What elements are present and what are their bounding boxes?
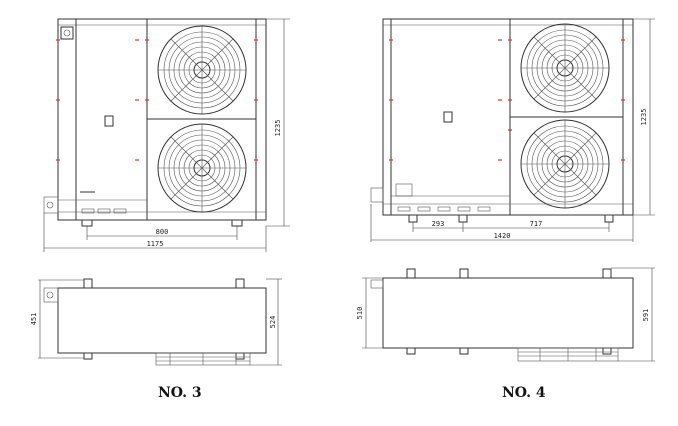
unit4-seg2-label: 717 (530, 220, 543, 228)
unit4-top-dimensions (362, 267, 655, 362)
unit4-front-view (370, 18, 634, 223)
nameplate-icon (443, 111, 453, 123)
terminal-box-icon (395, 183, 413, 197)
unit3-height-label: 1235 (274, 120, 282, 137)
unit4-left-depth-label: 510 (356, 307, 364, 320)
unit3-front-view (43, 18, 267, 227)
unit4-top-view (370, 268, 634, 362)
fan-guard-icon (157, 123, 247, 213)
fan-guard-icon (157, 25, 247, 115)
unit4-front-dimensions (370, 18, 655, 242)
unit3-left-depth-label: 451 (30, 313, 38, 326)
unit3-width-label: 1175 (147, 240, 164, 248)
unit4-width-label: 1420 (494, 232, 511, 240)
unit3-right-depth-label: 524 (269, 316, 277, 329)
unit4-right-depth-label: 591 (642, 309, 650, 322)
fan-guard-icon (520, 23, 610, 113)
nameplate-icon (104, 115, 114, 127)
unit3-foot-spacing-label: 800 (156, 228, 169, 236)
unit3-top-view (43, 278, 267, 366)
unit3-top-dimensions (38, 278, 282, 366)
unit4-height-label: 1235 (640, 109, 648, 126)
unit3-caption: NO. 3 (158, 385, 202, 401)
unit4-caption: NO. 4 (502, 385, 546, 401)
fan-guard-icon (520, 119, 610, 209)
terminal-box-icon (60, 26, 74, 40)
unit4-seg1-label: 293 (432, 220, 445, 228)
unit3-front-dimensions (43, 18, 290, 252)
